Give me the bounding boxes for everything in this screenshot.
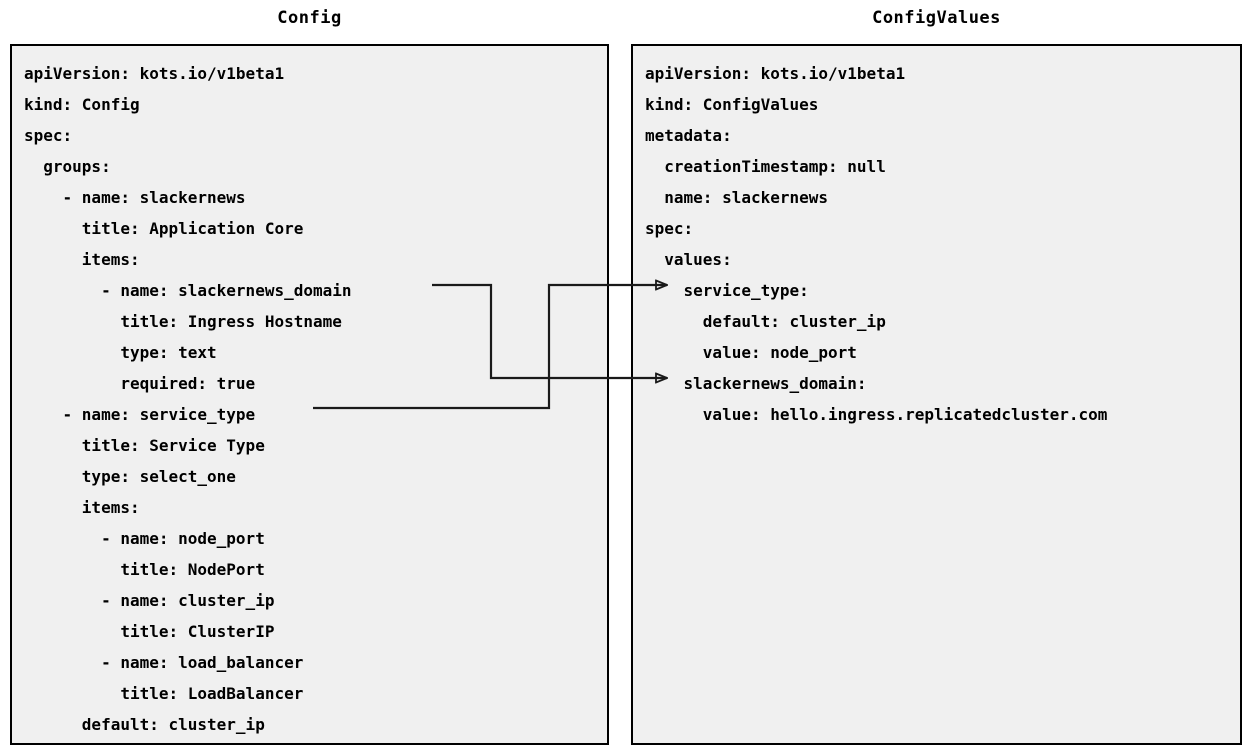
config-yaml-line: kind: Config <box>24 95 140 114</box>
configvalues-yaml-line: metadata: <box>645 126 732 145</box>
config-yaml-line: title: Application Core <box>24 219 304 238</box>
config-yaml-line: - name: load_balancer <box>24 653 304 672</box>
config-yaml-line: - name: service_type <box>24 405 256 424</box>
config-yaml-line: default: cluster_ip <box>24 715 265 734</box>
config-yaml-line: title: Ingress Hostname <box>24 312 342 331</box>
config-yaml-line: title: NodePort <box>24 560 265 579</box>
config-yaml-line: spec: <box>24 126 73 145</box>
config-yaml-line: - name: node_port <box>24 529 265 548</box>
config-yaml-line: title: Service Type <box>24 436 265 455</box>
config-yaml-line: type: select_one <box>24 467 236 486</box>
configvalues-yaml-line: creationTimestamp: null <box>645 157 886 176</box>
config-yaml-block: apiVersion: kots.io/v1beta1 kind: Config s… <box>12 46 607 743</box>
config-yaml-line: items: <box>24 250 140 269</box>
configvalues-yaml-line: name: slackernews <box>645 188 829 207</box>
configvalues-yaml-line: spec: <box>645 219 694 238</box>
configvalues-yaml-line: kind: ConfigValues <box>645 95 819 114</box>
configvalues-yaml-line: service_type: <box>645 281 809 300</box>
config-yaml-line: title: LoadBalancer <box>24 684 304 703</box>
config-yaml-line: groups: <box>24 157 111 176</box>
right-panel-title: ConfigValues <box>872 8 1001 28</box>
config-panel: apiVersion: kots.io/v1beta1 kind: Config s… <box>10 44 609 745</box>
configvalues-yaml-line: default: cluster_ip <box>645 312 886 331</box>
config-yaml-line: - name: slackernews_domain <box>24 281 352 300</box>
configvalues-yaml-line: values: <box>645 250 732 269</box>
config-yaml-line: type: text <box>24 343 217 362</box>
left-panel-title: Config <box>277 8 342 28</box>
configvalues-yaml-line: value: hello.ingress.replicatedcluster.c… <box>645 405 1108 424</box>
config-yaml-line: title: ClusterIP <box>24 622 275 641</box>
config-yaml-line: items: <box>24 498 140 517</box>
configvalues-panel: apiVersion: kots.io/v1beta1 kind: ConfigV… <box>631 44 1242 745</box>
configvalues-yaml-line: slackernews_domain: <box>645 374 867 393</box>
config-yaml-line: apiVersion: kots.io/v1beta1 <box>24 64 285 83</box>
config-yaml-line: - name: cluster_ip <box>24 591 275 610</box>
config-yaml-line: - name: slackernews <box>24 188 246 207</box>
configvalues-yaml-line: apiVersion: kots.io/v1beta1 <box>645 64 906 83</box>
configvalues-yaml-line: value: node_port <box>645 343 857 362</box>
configvalues-yaml-block: apiVersion: kots.io/v1beta1 kind: ConfigV… <box>633 46 1240 743</box>
config-yaml-line: required: true <box>24 374 256 393</box>
